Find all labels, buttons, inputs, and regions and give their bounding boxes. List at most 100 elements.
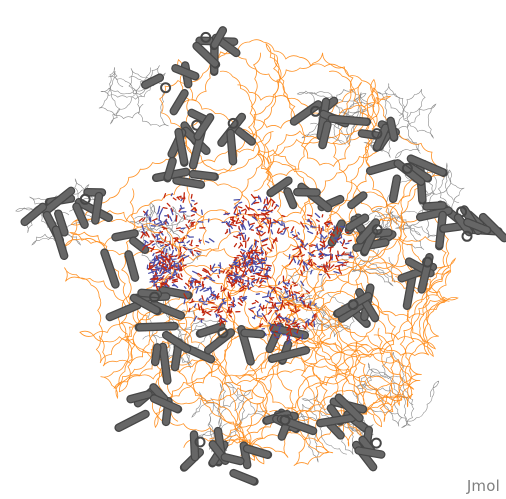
ligand-bond xyxy=(257,308,261,312)
ligand-bond xyxy=(209,286,213,294)
protein-helix xyxy=(348,192,367,208)
ligand-bond xyxy=(307,263,313,267)
ligand-bond xyxy=(274,330,279,333)
ligand-bond xyxy=(255,253,260,257)
ligand-bond xyxy=(160,261,167,265)
ligand-bond xyxy=(291,295,294,300)
ligand-bond xyxy=(323,244,330,250)
ligand-bond xyxy=(251,265,254,273)
ligand-bond xyxy=(233,235,239,239)
ligand-bond xyxy=(234,264,240,267)
ligand-bond xyxy=(239,284,246,290)
protein-helix xyxy=(112,230,138,241)
rna-backbone-trace xyxy=(297,259,380,454)
ligand-bond xyxy=(254,265,261,268)
ligand-bond xyxy=(266,247,273,252)
ligand-bond xyxy=(291,281,296,285)
ligand-bond xyxy=(267,266,272,269)
ligand-bond xyxy=(211,293,216,297)
ligand-bond xyxy=(270,296,275,299)
protein-helix xyxy=(357,219,379,244)
ligand-bond xyxy=(235,265,242,270)
ligand-bond xyxy=(308,245,313,247)
ligand-bond xyxy=(329,238,335,245)
protein-helix xyxy=(227,130,236,165)
ligand-bond xyxy=(242,287,247,290)
ligand-bond xyxy=(274,305,280,311)
protein-coil-strand xyxy=(355,362,414,427)
ligand-bond xyxy=(171,244,174,250)
ligand-bond xyxy=(217,308,221,313)
ligand-bond xyxy=(311,314,315,319)
ligand-bond xyxy=(271,202,274,207)
ligand-bond xyxy=(285,332,290,336)
protein-helix xyxy=(267,177,292,196)
ligand-bond xyxy=(240,208,247,212)
ligand-bond xyxy=(237,302,243,306)
ligand-bond xyxy=(234,275,241,280)
ligand-bond xyxy=(249,224,254,230)
protein-helix-end-on xyxy=(422,256,433,268)
ligand-bond xyxy=(174,254,178,258)
ligand-bond xyxy=(307,252,312,255)
protein-helix-end-on xyxy=(217,327,229,339)
ligand-bond xyxy=(267,198,272,206)
ligand-bond xyxy=(290,230,294,234)
protein-helix xyxy=(193,43,219,68)
protein-helix xyxy=(194,114,214,140)
ligand-bond xyxy=(300,299,305,305)
ligand-bond xyxy=(193,303,197,308)
ligand-bond xyxy=(306,290,311,294)
ligand-bond xyxy=(152,233,156,239)
protein-helix xyxy=(221,454,244,464)
ligand-bond xyxy=(233,207,238,214)
ligand-bond xyxy=(300,269,303,276)
ligand-bond xyxy=(199,287,206,292)
ligand-bond xyxy=(300,221,305,228)
ligand-bond xyxy=(229,223,237,227)
ligand-bond xyxy=(238,260,242,266)
ligand-bond xyxy=(183,214,186,220)
rna-backbone-trace xyxy=(181,39,389,232)
ligand-bond xyxy=(258,230,264,233)
protein-helix xyxy=(159,343,171,384)
ligand-bond xyxy=(201,295,204,301)
ligand-bond xyxy=(170,208,174,216)
ligand-bond xyxy=(241,216,248,221)
ligand-bond xyxy=(230,266,234,270)
ligand-bond xyxy=(251,199,257,206)
ligand-bond xyxy=(247,237,250,242)
ligand-bond xyxy=(328,230,332,235)
ligand-bond xyxy=(334,264,341,268)
protein-coil-strand xyxy=(350,207,394,251)
ligand-bond xyxy=(200,209,203,215)
ligand-bond xyxy=(239,295,243,298)
ligand-bond xyxy=(303,247,307,251)
ligand-bond xyxy=(166,202,171,207)
ligand-bond xyxy=(250,193,256,200)
ligand-bond xyxy=(186,240,191,244)
ligand-bond xyxy=(244,209,247,215)
ligand-bond xyxy=(152,252,155,257)
rna-backbone-trace xyxy=(253,78,445,211)
ligand-bond xyxy=(204,240,210,244)
ligand-bond xyxy=(286,282,291,285)
ligand-bond xyxy=(198,239,202,242)
ligand-bond xyxy=(253,213,260,217)
ligand-bond xyxy=(186,234,190,237)
protein-coil-strand xyxy=(98,67,151,125)
protein-helix xyxy=(152,344,161,365)
rna-backbone-trace xyxy=(239,276,374,467)
ligand-bond xyxy=(307,230,314,235)
protein-helix xyxy=(101,249,119,288)
protein-helix xyxy=(418,254,433,293)
ligand-bond xyxy=(289,328,293,331)
ligand-bond xyxy=(253,267,258,273)
ligand-bond xyxy=(201,308,204,314)
ligand-bond xyxy=(208,295,213,299)
ligand-bond xyxy=(209,264,212,271)
ligand-bond xyxy=(183,255,190,259)
ligand-bond xyxy=(333,270,340,274)
protein-helix xyxy=(115,411,149,431)
